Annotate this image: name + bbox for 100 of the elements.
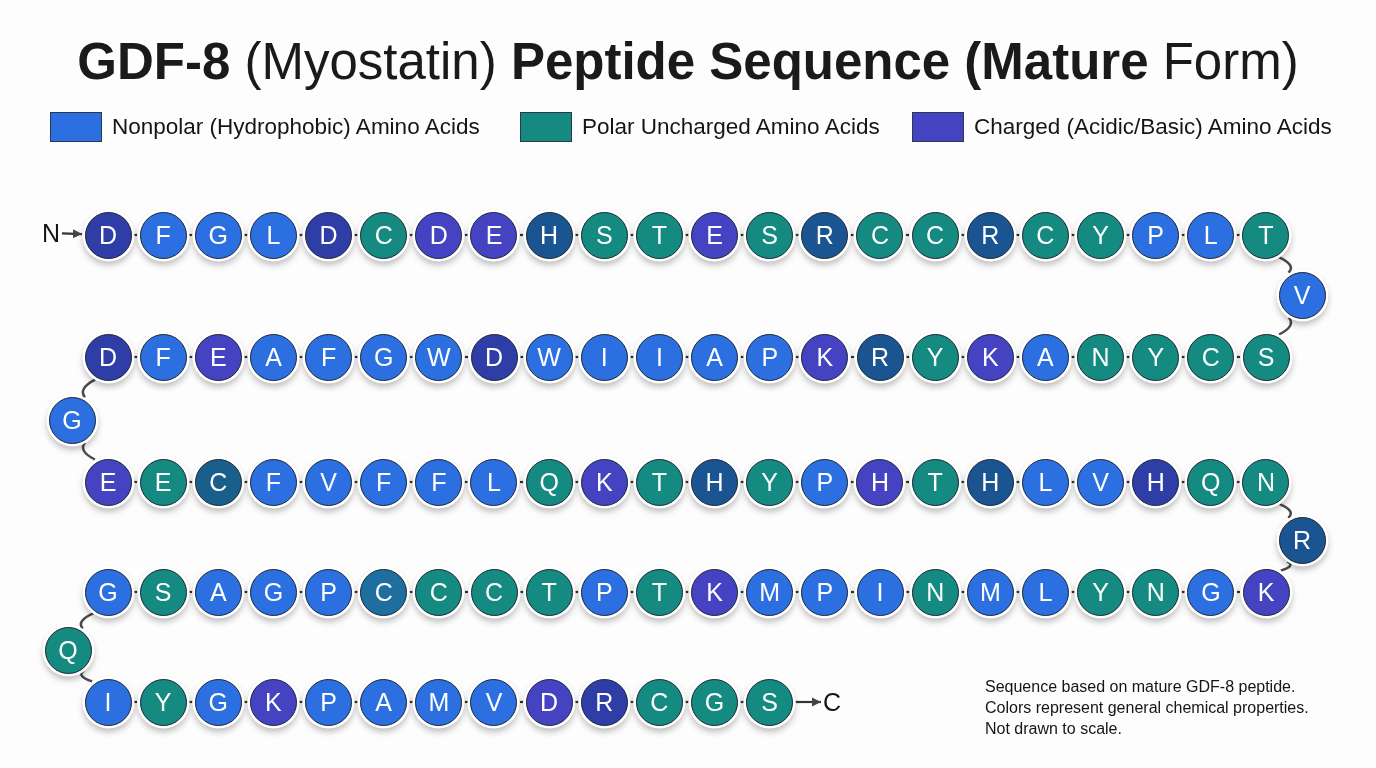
connector-line	[1181, 480, 1185, 484]
amino-acid-letter: C	[374, 579, 393, 605]
amino-acid-circle	[691, 568, 739, 616]
amino-acid-letter: P	[1147, 222, 1164, 248]
amino-acid-letter: C	[1036, 222, 1055, 248]
amino-acid-letter: H	[870, 469, 889, 495]
connector-line	[740, 700, 744, 704]
amino-acid-circle	[1077, 568, 1125, 616]
amino-acid-circle	[746, 678, 794, 726]
amino-acid-letter: S	[154, 579, 172, 605]
connector-line	[850, 355, 854, 359]
amino-acid-letter: G	[62, 407, 82, 433]
connector-line	[1126, 590, 1130, 594]
amino-acid-circle	[1132, 458, 1180, 506]
amino-acid-letter: H	[540, 222, 559, 248]
connector-line	[795, 590, 799, 594]
amino-acid-circle	[1021, 211, 1069, 259]
connector-line	[134, 590, 138, 594]
amino-acid-letter: Y	[1092, 579, 1109, 605]
amino-acid-letter: D	[540, 689, 559, 715]
amino-acid-circle	[966, 568, 1014, 616]
amino-acid-letter: S	[761, 222, 778, 248]
legend-label: Charged (Acidic/Basic) Amino Acids	[974, 113, 1332, 141]
amino-acid-circle	[415, 211, 463, 259]
amino-acid-letter: R	[871, 344, 890, 370]
amino-acid-circle	[84, 333, 132, 381]
amino-acid-circle	[1187, 211, 1235, 259]
amino-acid-letter: G	[263, 579, 284, 605]
amino-acid-circle	[1242, 458, 1290, 506]
legend-label: Nonpolar (Hydrophobic) Amino Acids	[112, 113, 480, 141]
note: Colors represent general chemical properties.	[985, 698, 1309, 718]
amino-acid-letter: R	[595, 689, 614, 715]
amino-acid-circle	[415, 678, 463, 726]
amino-acid-letter: A	[706, 344, 723, 370]
arrow	[61, 229, 83, 239]
connector-line	[244, 700, 248, 704]
amino-acid-letter: R	[1292, 527, 1312, 553]
amino-acid-letter: W	[537, 344, 561, 370]
connector-line	[520, 233, 524, 237]
amino-acid-letter: E	[485, 222, 503, 248]
amino-acid-letter: C	[209, 469, 228, 495]
amino-acid-circle	[635, 211, 683, 259]
connector-line	[906, 233, 910, 237]
amino-acid-letter: S	[1257, 344, 1275, 370]
amino-acid-letter: K	[816, 344, 834, 370]
connector-line	[189, 480, 193, 484]
connector-line	[354, 355, 358, 359]
amino-acid-circle	[360, 678, 408, 726]
amino-acid-circle	[801, 458, 849, 506]
amino-acid-letter: S	[595, 222, 613, 248]
connector-line	[795, 355, 799, 359]
amino-acid-circle	[305, 333, 353, 381]
amino-acid-circle	[746, 211, 794, 259]
connector-line	[299, 590, 303, 594]
amino-acid-circle	[1021, 568, 1069, 616]
connector-line	[1126, 480, 1130, 484]
amino-acid-circle	[305, 458, 353, 506]
amino-acid-letter: A	[265, 344, 282, 370]
amino-acid-circle	[415, 333, 463, 381]
amino-acid-circle	[856, 333, 904, 381]
connector-line	[409, 233, 413, 237]
connector-line	[575, 355, 579, 359]
amino-acid-circle	[525, 333, 573, 381]
amino-acid-letter: A	[1037, 344, 1054, 370]
amino-acid-circle	[1278, 271, 1326, 319]
amino-acid-circle	[580, 458, 628, 506]
amino-acid-circle	[856, 211, 904, 259]
amino-acid-letter: K	[981, 344, 999, 370]
connector-line	[795, 233, 799, 237]
connector-line	[520, 590, 524, 594]
connector-line	[575, 480, 579, 484]
amino-acid-circle	[1132, 211, 1180, 259]
amino-acid-letter: C	[650, 689, 669, 715]
connector-line	[740, 590, 744, 594]
amino-acid-circle	[194, 678, 242, 726]
amino-acid-circle	[966, 333, 1014, 381]
amino-acid-circle	[44, 626, 92, 674]
amino-acid-circle	[691, 458, 739, 506]
amino-acid-letter: N	[1146, 579, 1165, 605]
amino-acid-circle	[911, 211, 959, 259]
connector-line	[354, 480, 358, 484]
amino-acid-circle	[305, 678, 353, 726]
amino-acid-circle	[580, 211, 628, 259]
connector-line	[464, 355, 468, 359]
amino-acid-letter: G	[704, 689, 725, 715]
connector-line	[189, 700, 193, 704]
amino-acid-letter: M	[759, 579, 781, 605]
amino-acid-letter: E	[210, 344, 227, 370]
connector-line	[740, 233, 744, 237]
connector-line	[1016, 480, 1020, 484]
amino-acid-circle	[525, 458, 573, 506]
amino-acid-letter: S	[761, 689, 778, 715]
amino-acid-circle	[360, 568, 408, 616]
connector-line	[1126, 233, 1130, 237]
amino-acid-circle	[1187, 568, 1235, 616]
amino-acid-circle	[1187, 458, 1235, 506]
amino-acid-letter: T	[1258, 222, 1274, 248]
connector-line	[299, 233, 303, 237]
amino-acid-letter: Y	[926, 344, 944, 370]
amino-acid-letter: V	[320, 469, 337, 495]
